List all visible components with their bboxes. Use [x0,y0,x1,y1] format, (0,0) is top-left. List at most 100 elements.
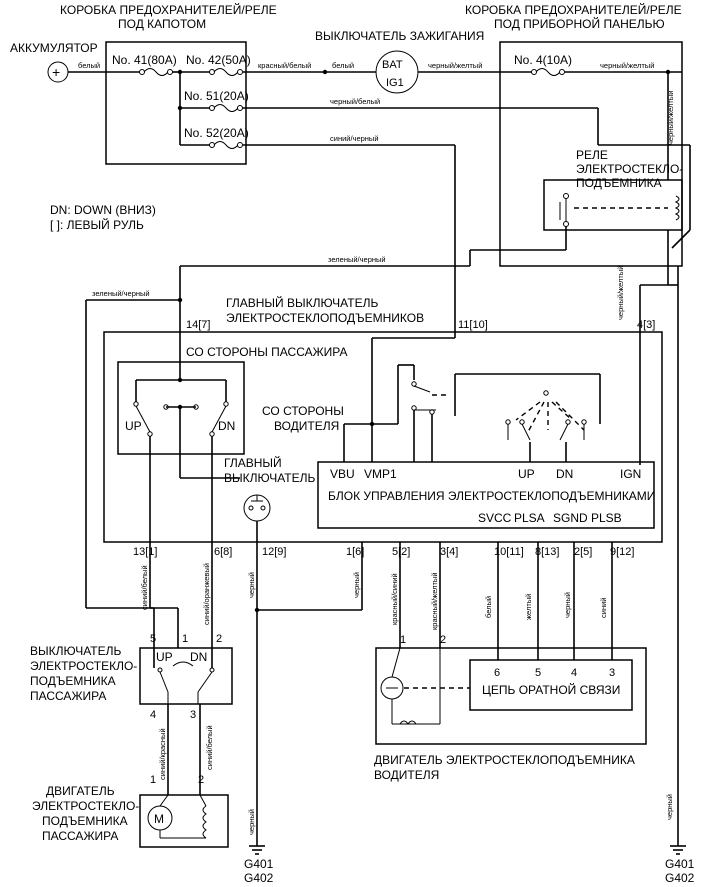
battery-plus-icon: + [52,64,60,80]
pass-motor-label-3: ПОДЪЕМНИКА [42,814,128,828]
legend-brackets: [ ]: ЛЕВЫЙ РУЛЬ [50,217,144,232]
hood-box-title-2: ПОД КАПОТОМ [118,17,206,31]
cu-pin-sgnd: SGND [553,511,588,525]
driver-motor-breaker-icon [399,720,417,725]
driver-motor-pin-2: 2 [440,634,446,646]
pass-side-up: UP [125,419,142,433]
feedback-circuit-box [469,659,633,711]
wire-label-black-2: черный [352,572,361,598]
pin-6: 6[8] [214,546,232,558]
battery-label: АККУМУЛЯТОР [10,41,98,55]
cu-pin-plsb: PLSB [591,511,622,525]
ignition-bat: BAT [382,59,403,71]
hood-fuse-box [105,41,247,165]
pin-14: 14[7] [186,319,210,331]
pin-10: 10[11] [494,546,524,558]
main-switch-label-1: ГЛАВНЫЙ [224,455,282,470]
fuse-51-icon [213,104,239,112]
feedback-pin-4: 4 [571,667,577,679]
fuse-41-label: No. 41(80A) [112,53,177,67]
pass-dn-contact [211,405,227,433]
wire-label-black-1: черный [247,572,256,598]
pass-motor-m: M [154,812,164,826]
fuse-41-icon [143,68,169,76]
relay-coil-icon [674,195,680,221]
main-switch-label-2: ВЫКЛЮЧАТЕЛЬ [224,471,315,485]
pass-motor-pin-2: 2 [198,774,204,786]
wire-label-yellow: желтый [524,594,533,620]
relay-label-2: ЭЛЕКТРОСТЕКЛО- [576,162,683,176]
pass-switch-pin-4: 4 [150,709,156,721]
pass-switch-label-3: ПОДЪЕМНИКА [30,674,116,688]
wire-label-black-yellow-v: черный/желтый [666,91,675,145]
passenger-motor-box [139,794,229,848]
wire-label-green-black-1: зеленый/черный [328,255,386,264]
cu-pin-dn: DN [556,467,573,481]
cu-pin-vmp1: VMP1 [364,467,397,481]
pass-switch-rocker-icon [172,661,194,667]
cu-pin-svcc: SVCC [478,511,512,525]
wire-label-blue-white-1: синий/белый [140,565,149,610]
wire-label-blue-red: синий/красный [158,728,167,780]
pin-3: 3[4] [440,546,458,558]
fuse-4-icon [535,68,561,76]
driver-motor-box [375,647,647,745]
passenger-side-box [117,361,245,455]
pass-switch-pin-2: 2 [216,633,222,645]
dash-box-title-1: КОРОБКА ПРЕДОХРАНИТЕЛЕЙ/РЕЛЕ [465,2,682,17]
wire-label-black-3: черный [563,592,572,618]
dash-box-title-2: ПОД ПРИБОРНОЙ ПАНЕЛЬЮ [494,16,665,31]
ground-left-label-1: G401 [244,857,274,871]
driver-side-label-1: СО СТОРОНЫ [262,404,344,418]
pass-up-contact [135,405,151,433]
ground-right-label-1: G401 [665,857,695,871]
master-switch-title-1: ГЛАВНЫЙ ВЫКЛЮЧАТЕЛЬ [226,295,378,310]
fuse-4-label: No. 4(10A) [514,53,572,67]
master-switch-title-2: ЭЛЕКТРОСТЕКЛОПОДЪЕМНИКОВ [226,311,424,325]
control-unit-box [317,461,655,529]
pin-5: 5[2] [392,546,410,558]
feedback-pin-6: 6 [494,667,500,679]
ignition-ig1: IG1 [386,77,404,89]
wire-label-blue-orange: синий/оранжевый [202,563,211,625]
driver-motor-label-2: ВОДИТЕЛЯ [374,768,439,782]
cu-pin-vbu: VBU [330,467,355,481]
relay-label-1: РЕЛЕ [576,148,608,162]
pass-motor-breaker-icon [202,805,207,839]
wire-label-black-yellow-2: черный/желтый [600,61,654,70]
wire-label-black-yellow-1: черный/желтый [428,61,482,70]
wire-label-green-black-2: зеленый/черный [92,289,150,298]
wire-label-red-white: красный/белый [258,61,311,70]
pin-2: 2[5] [574,546,592,558]
ignition-label: ВЫКЛЮЧАТЕЛЬ ЗАЖИГАНИЯ [315,29,484,43]
power-window-relay [543,179,683,231]
cu-pin-ign: IGN [620,467,641,481]
pin-8: 8[13] [535,546,559,558]
wire-label-white-3: белый [484,596,493,618]
wire-label-black-yellow-v2: черный/желтый [616,266,625,320]
pass-switch-label-1: ВЫКЛЮЧАТЕЛЬ [30,644,121,658]
cu-pin-plsa: PLSA [514,511,545,525]
pass-motor-pin-1: 1 [150,774,156,786]
fuse-52-icon [213,141,239,149]
passenger-side-label: СО СТОРОНЫ ПАССАЖИРА [186,345,348,359]
pass-switch-up: UP [156,650,173,664]
wire-label-red-blue: красный/синий [390,573,399,625]
wire-label-blue-black: синий/черный [330,134,379,143]
wire-label-white-2: белый [332,61,354,70]
pass-switch-label-2: ЭЛЕКТРОСТЕКЛО- [30,659,137,673]
pass-switch-pin-1: 1 [182,633,188,645]
hood-box-title-1: КОРОБКА ПРЕДОХРАНИТЕЛЕЙ/РЕЛЕ [60,2,277,17]
passenger-switch-box [139,647,233,705]
pass-motor-label-2: ЭЛЕКТРОСТЕКЛО- [32,799,139,813]
pass-motor-label-4: ПАССАЖИРА [42,829,118,843]
pin-4: 4[3] [637,319,655,331]
pin-12: 12[9] [262,546,286,558]
feedback-circuit-label: ЦЕПЬ ОРАТНОЙ СВЯЗИ [482,682,620,697]
wire-label-black-5: черный [665,794,674,820]
master-switch-box [103,331,663,543]
control-unit-label: БЛОК УПРАВЛЕНИЯ ЭЛЕКТРОСТЕКЛОПОДЪЕМНИКАМ… [328,489,655,503]
pass-side-dn: DN [218,419,235,433]
dash-fuse-box [499,41,683,267]
